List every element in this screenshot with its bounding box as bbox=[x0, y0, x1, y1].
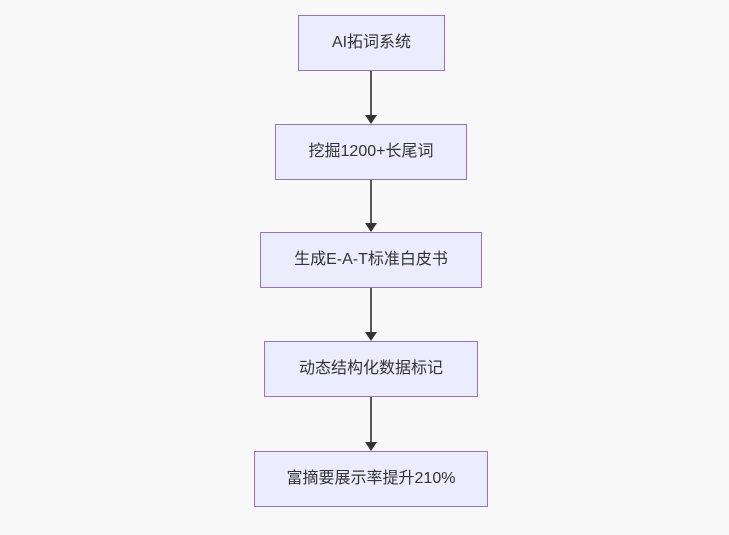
arrowhead-down-icon bbox=[365, 223, 377, 232]
flowchart-node-mine-longtail-keywords: 挖掘1200+长尾词 bbox=[275, 124, 467, 180]
node-label: 挖掘1200+长尾词 bbox=[308, 143, 434, 161]
node-label: 富摘要展示率提升210% bbox=[286, 470, 456, 488]
edge-line-4 bbox=[370, 397, 372, 442]
flowchart-node-generate-eat-whitepaper: 生成E-A-T标准白皮书 bbox=[260, 232, 482, 288]
node-label: 动态结构化数据标记 bbox=[298, 360, 443, 378]
node-label: AI拓词系统 bbox=[331, 34, 412, 52]
edge-line-1 bbox=[370, 71, 372, 116]
edge-line-2 bbox=[370, 180, 372, 224]
node-label: 生成E-A-T标准白皮书 bbox=[294, 251, 448, 269]
flowchart-node-dynamic-structured-data-markup: 动态结构化数据标记 bbox=[264, 341, 478, 397]
flowchart-node-ai-word-expansion-system: AI拓词系统 bbox=[298, 15, 445, 71]
edge-line-3 bbox=[370, 288, 372, 332]
arrowhead-down-icon bbox=[365, 442, 377, 451]
flowchart-node-rich-snippet-rate-increase: 富摘要展示率提升210% bbox=[254, 451, 488, 507]
arrowhead-down-icon bbox=[365, 115, 377, 124]
arrowhead-down-icon bbox=[365, 332, 377, 341]
